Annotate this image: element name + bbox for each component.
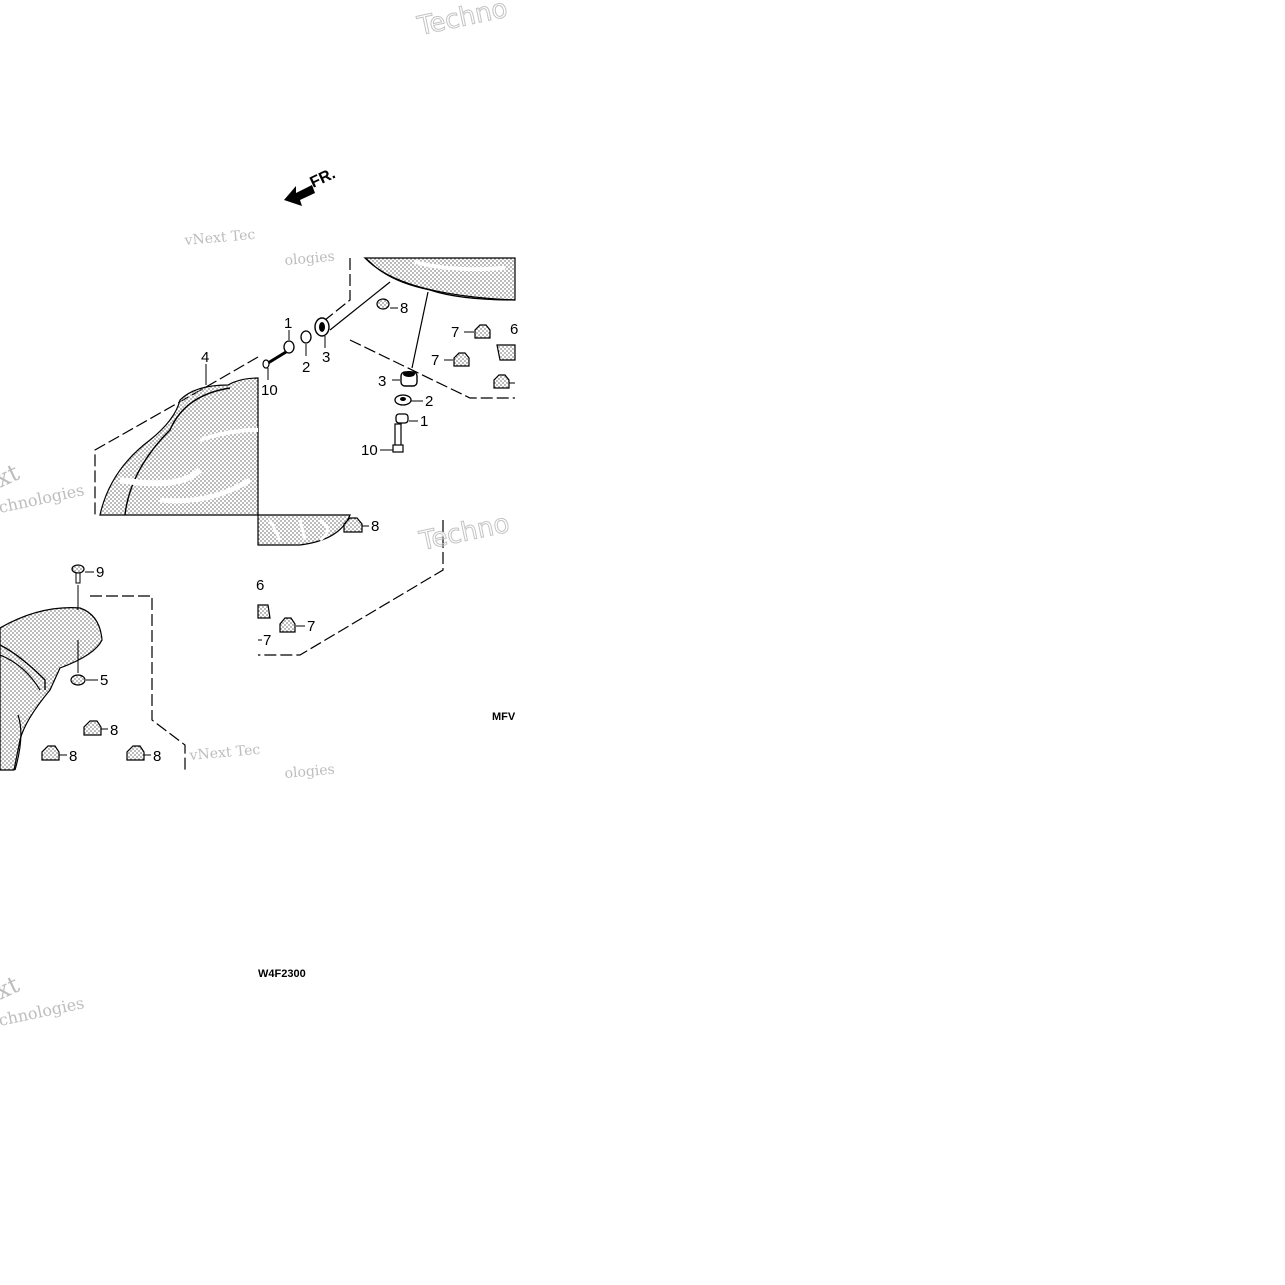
part-code-w4f2300: W4F2300 — [258, 968, 306, 980]
nut-5-icon — [70, 674, 86, 686]
upper-left-assembly: 4 xt chnologies — [0, 349, 259, 517]
callout-1-a: 1 — [284, 315, 292, 332]
nut-icon — [493, 374, 510, 389]
nut-7-icon — [474, 324, 491, 339]
callout-6-a: 6 — [510, 321, 518, 338]
collar-2-icon — [394, 394, 412, 406]
collar-2-icon — [300, 330, 312, 344]
callout-2-b: 2 — [425, 393, 433, 410]
callout-10-b: 10 — [361, 442, 378, 459]
nut-8-icon — [376, 298, 390, 310]
nut-7-icon — [453, 352, 470, 367]
middle-left-assembly: 9 5 8 8 8 — [0, 564, 186, 771]
watermark-vnext-upper: vNext Tec — [183, 227, 256, 249]
callout-3-b: 3 — [378, 373, 386, 390]
watermark-ologies-upper: ologies — [284, 249, 335, 269]
watermark-techno-top: Techno — [414, 0, 510, 42]
callout-9: 9 — [96, 564, 104, 581]
front-direction-label: FR. — [308, 165, 339, 191]
middle-right-assembly: Techno 8 6 7 7 MFV vNext Tec ologies — [188, 508, 516, 782]
callout-7-c: 7 — [263, 632, 271, 649]
nut-8-icon — [41, 745, 60, 761]
bolt-9-icon — [71, 564, 85, 584]
bolt-10-icon — [262, 350, 287, 369]
callout-1-b: 1 — [420, 413, 428, 430]
front-direction-arrow-icon — [284, 185, 315, 206]
part-code-mfv: MFV — [492, 711, 516, 723]
nut-7-icon — [279, 617, 296, 633]
callout-7-a: 7 — [451, 324, 459, 341]
washer-1-icon — [283, 340, 295, 354]
callout-2-a: 2 — [302, 359, 310, 376]
callout-6-b: 6 — [256, 577, 264, 594]
grommet-3-icon — [400, 371, 418, 387]
callout-8-c: 8 — [110, 722, 118, 739]
bracket-6-icon — [257, 604, 271, 619]
callout-5: 5 — [100, 672, 108, 689]
callout-10-a: 10 — [261, 382, 278, 399]
callout-8-a: 8 — [400, 300, 408, 317]
nut-8-icon — [343, 517, 363, 533]
watermark-techno-middle: Techno — [416, 509, 512, 557]
callout-8-b: 8 — [371, 518, 379, 535]
callout-7-b: 7 — [431, 352, 439, 369]
nut-8-icon — [126, 745, 145, 761]
callout-8-e: 8 — [153, 748, 161, 765]
watermark-xt-lower: xt — [0, 970, 24, 1005]
callout-7-d: 7 — [307, 618, 315, 635]
watermark-vnext-lower: vNext Tec — [188, 742, 261, 764]
callout-3-a: 3 — [322, 349, 330, 366]
watermark-xt-upper: xt — [0, 458, 24, 493]
upper-right-assembly: 1 2 3 10 8 7 7 6 — [261, 257, 518, 459]
callout-4: 4 — [201, 349, 209, 366]
nut-8-icon — [83, 720, 102, 736]
watermark-ologies-lower: ologies — [284, 762, 335, 782]
grommet-3-icon — [314, 317, 330, 337]
washer-1-icon — [395, 413, 409, 424]
callout-8-d: 8 — [69, 748, 77, 765]
bracket-6-icon — [496, 344, 516, 361]
bolt-10-icon — [392, 423, 404, 453]
